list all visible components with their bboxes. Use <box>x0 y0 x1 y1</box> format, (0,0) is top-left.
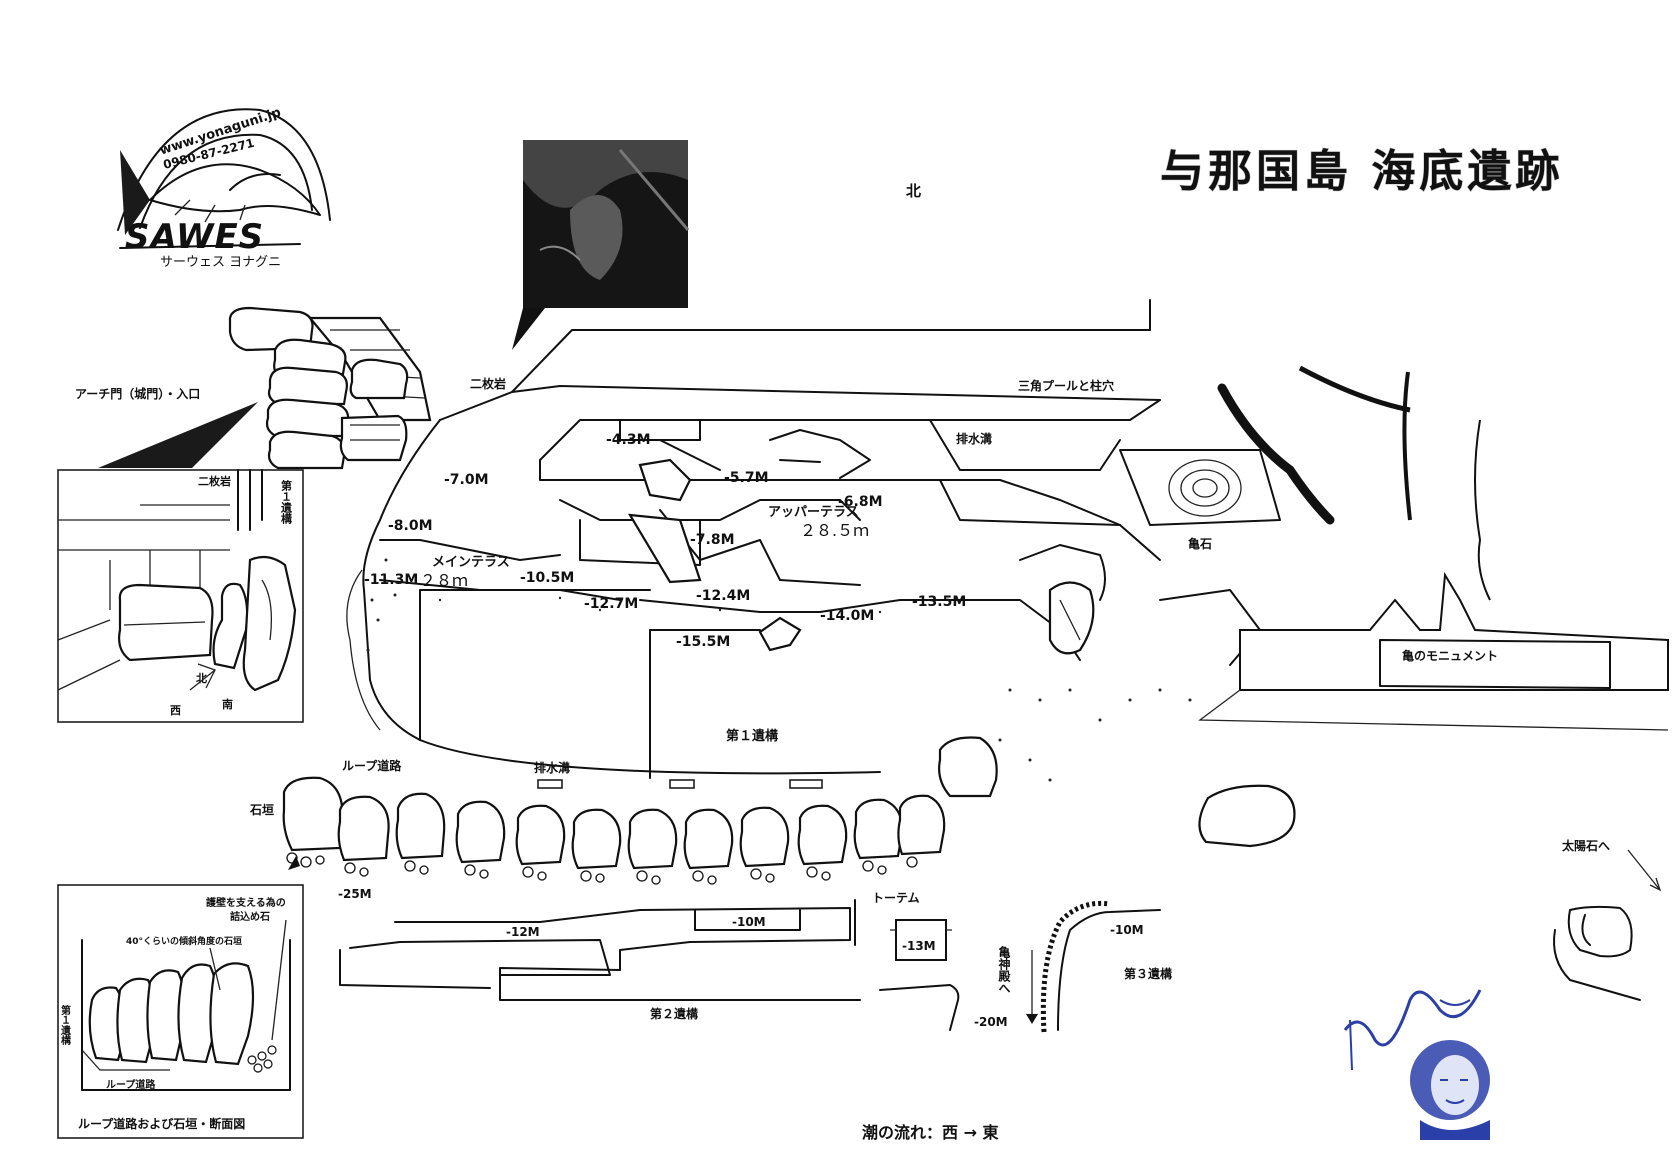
depth-11-3: -11.3M <box>364 572 418 588</box>
depth-13: -13M <box>902 939 936 953</box>
depth-25: -25M <box>338 887 372 901</box>
section-note1: 護壁を支える為の <box>206 896 286 909</box>
depth-7-0: -7.0M <box>444 472 489 488</box>
logo-brand-kana: サーウェス ヨナグニ <box>160 255 281 270</box>
depth-12-4: -12.4M <box>696 588 750 604</box>
label-tide: 潮の流れ：西 → 東 <box>862 1123 999 1142</box>
inset-cross-section: 護壁を支える為の 詰込め石 40°くらいの傾斜角度の石垣 第１遺構 ループ道路 … <box>57 884 304 1139</box>
arch-pointer <box>98 402 258 468</box>
right-boulder <box>1198 784 1296 848</box>
inset-south: 南 <box>222 697 233 711</box>
logo-brand: SAWES <box>125 217 264 257</box>
inset-arch-view: 二枚岩 第１遺構 北 西 南 <box>57 469 304 723</box>
depth-12: -12M <box>506 925 540 939</box>
sawes-logo: www.yonaguni.jp 0980-87-2271 SAWES サーウェス… <box>117 105 331 270</box>
arch-gate-stones <box>228 306 432 470</box>
section-loop: ループ道路 <box>106 1078 156 1091</box>
ruin2-structure <box>339 899 960 1031</box>
label-to-sun-stone: 太陽石へ <box>1562 838 1610 853</box>
turtle-monument <box>1198 571 1669 731</box>
label-turtle-monument: 亀のモニュメント <box>1402 648 1498 663</box>
section-note2: 詰込め石 <box>230 910 270 923</box>
label-drain-top: 排水溝 <box>956 431 992 446</box>
turtle-shrine-arrow <box>1026 950 1038 1024</box>
inset-west: 西 <box>170 704 181 717</box>
label-to-turtle-shrine: 亀神殿へ <box>997 945 1011 994</box>
tree-branches <box>1217 365 1491 601</box>
label-ruin2: 第２遺構 <box>650 1006 698 1021</box>
north-marker: 北 <box>906 182 921 200</box>
page-title: 与那国島 海底遺跡 <box>1160 146 1563 197</box>
depth-6-8: -6.8M <box>838 494 883 510</box>
label-upper-terrace: アッパーテラス <box>768 505 859 520</box>
kameishi-stone <box>1119 449 1281 526</box>
label-ruin3: 第３遺構 <box>1124 966 1172 981</box>
loop-road-pointer <box>288 856 300 870</box>
depth-15-5: -15.5M <box>676 634 730 650</box>
label-loop-road: ループ道路 <box>342 758 402 773</box>
label-totem: トーテム <box>872 891 920 905</box>
label-drain-bottom: 排水溝 <box>534 760 570 775</box>
label-kameishi: 亀石 <box>1188 536 1212 551</box>
inset-north: 北 <box>196 671 207 685</box>
nimaiiwa-photo <box>512 140 690 350</box>
depth-13-5: -13.5M <box>912 594 966 610</box>
label-main-terrace: メインテラス <box>432 555 510 570</box>
depth-12-7: -12.7M <box>584 596 638 612</box>
signature-portrait <box>1343 989 1490 1140</box>
depth-10-b: -10M <box>1110 923 1144 937</box>
label-upper-terrace-len: ２８.５ｍ <box>800 521 869 540</box>
label-ruin1: 第１遺構 <box>726 728 778 744</box>
map-labels: 二枚岩 三角プールと柱穴 排水溝 亀石 亀のモニュメント アッパーテラス ２８.… <box>249 376 1610 1142</box>
section-side: 第１遺構 <box>59 1004 72 1046</box>
label-main-terrace-len: ２８ｍ <box>420 571 468 590</box>
depth-20: -20M <box>974 1015 1008 1029</box>
label-nimaiiwa: 二枚岩 <box>470 376 506 391</box>
depth-14-0: -14.0M <box>820 608 874 624</box>
arch-gate-label: アーチ門（城門）・入口 <box>75 386 200 401</box>
label-stone-wall: 石垣 <box>249 802 274 817</box>
depth-10-a: -10M <box>732 915 766 929</box>
inset-side-label: 第１遺構 <box>280 479 294 525</box>
stone-wall-row <box>282 776 946 885</box>
depth-7-8: -7.8M <box>690 532 735 548</box>
depth-4-3: -4.3M <box>606 432 651 448</box>
depth-5-7: -5.7M <box>724 470 769 486</box>
section-caption: ループ道路および石垣・断面図 <box>78 1116 245 1131</box>
depth-10-5: -10.5M <box>520 570 574 586</box>
label-triangle-pool: 三角プールと柱穴 <box>1018 378 1114 393</box>
depth-labels: -4.3M -5.7M -6.8M -7.0M -7.8M -8.0M -10.… <box>338 432 1144 1029</box>
ruin3-structure <box>1040 900 1161 1033</box>
section-angle: 40°くらいの傾斜角度の石垣 <box>126 935 242 947</box>
sun-stone-sketch <box>1553 849 1662 1001</box>
ruin1-main-structure <box>346 299 1261 798</box>
inset-nimaiiwa: 二枚岩 <box>198 474 231 488</box>
depth-8-0: -8.0M <box>388 518 433 534</box>
